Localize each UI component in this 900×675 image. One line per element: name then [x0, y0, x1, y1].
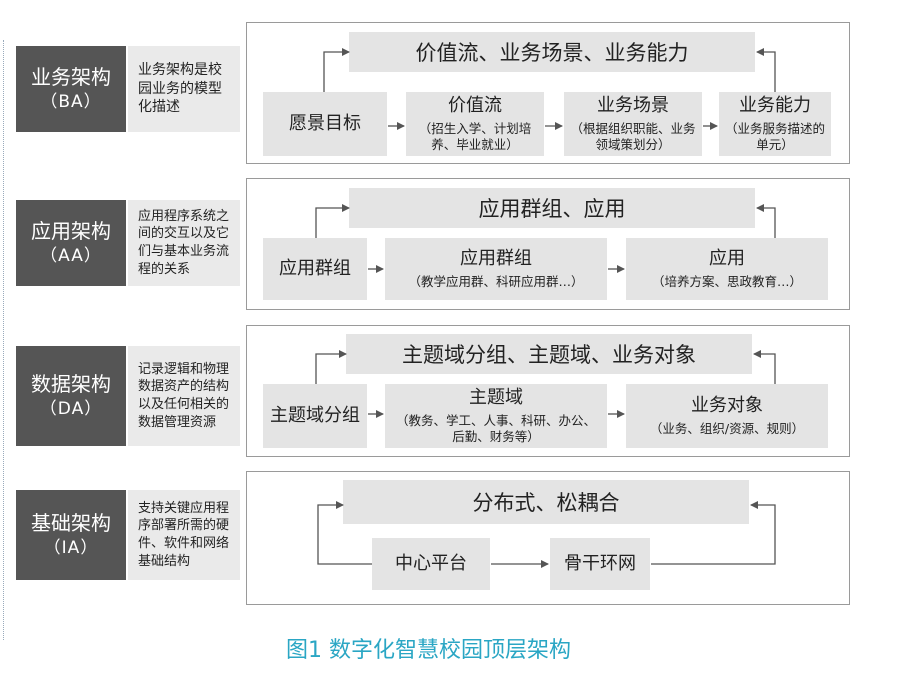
layer-ba-node-scenario: 业务场景 （根据组织职能、业务领域策划分） — [564, 92, 702, 156]
layer-aa-name: 应用架构 — [31, 219, 111, 244]
layer-ba-banner: 价值流、业务场景、业务能力 — [349, 32, 755, 72]
node-title: 业务场景 — [597, 95, 669, 116]
node-subtitle: （招生入学、计划培养、毕业就业） — [418, 120, 532, 152]
layer-ba-node-capability: 业务能力 （业务服务描述的单元） — [719, 92, 831, 156]
node-title: 应用 — [709, 248, 745, 270]
layer-da-banner-text: 主题域分组、主题域、业务对象 — [402, 343, 696, 367]
layer-aa-banner-text: 应用群组、应用 — [478, 197, 626, 221]
arrow-da-up-left — [315, 350, 347, 384]
node-subtitle: （培养方案、思政教育…） — [651, 273, 802, 289]
node-subtitle: （根据组织职能、业务领域策划分） — [570, 120, 696, 152]
layer-da-code: （DA） — [39, 399, 103, 420]
figure-caption: 图1 数字化智慧校园顶层架构 — [286, 638, 571, 663]
layer-ia-description-text: 支持关键应用程序部署所需的硬件、软件和网络基础结构 — [138, 500, 230, 569]
layer-da-node-domains: 主题域 （教务、学工、人事、科研、办公、后勤、财务等） — [385, 384, 607, 448]
layer-ia-name: 基础架构 — [31, 511, 111, 536]
arrow-aa-up-right — [756, 204, 776, 238]
layer-da-label: 数据架构 （DA） — [16, 346, 126, 446]
arrow-aa-up-left — [315, 204, 350, 238]
layer-ba-label: 业务架构 （BA） — [16, 46, 126, 132]
arrow-ba-up-right — [756, 48, 776, 92]
layer-ba-description: 业务架构是校园业务的模型化描述 — [128, 46, 240, 132]
layer-aa-code: （AA） — [40, 246, 102, 267]
layer-aa-description-text: 应用程序系统之间的交互以及它们与基本业务流程的关系 — [138, 208, 230, 277]
node-subtitle: （教务、学工、人事、科研、办公、后勤、财务等） — [395, 412, 596, 444]
layer-da-node-objects: 业务对象 （业务、组织/资源、规则） — [626, 384, 828, 448]
layer-ia-node-center-platform: 中心平台 — [372, 538, 490, 590]
node-title: 中心平台 — [395, 552, 467, 574]
layer-ba-banner-text: 价值流、业务场景、业务能力 — [415, 41, 689, 65]
layer-da-banner: 主题域分组、主题域、业务对象 — [346, 334, 752, 374]
layer-ba-node-vision: 愿景目标 — [263, 92, 387, 156]
layer-da-description-text: 记录逻辑和物理数据资产的结构以及任何相关的数据管理资源 — [138, 361, 230, 430]
layer-ia-label: 基础架构 （IA） — [16, 490, 126, 580]
margin-dotted-line — [3, 40, 4, 640]
node-title: 主题域 — [469, 387, 523, 408]
node-title: 应用群组 — [460, 248, 532, 270]
node-title: 应用群组 — [279, 257, 351, 279]
node-subtitle: （业务、组织/资源、规则） — [649, 420, 805, 436]
layer-aa-node-group-root: 应用群组 — [263, 238, 367, 300]
layer-ba-name: 业务架构 — [31, 65, 111, 90]
node-title: 业务对象 — [691, 395, 763, 417]
arrow-ba-up-left — [323, 48, 350, 92]
layer-aa-description: 应用程序系统之间的交互以及它们与基本业务流程的关系 — [128, 200, 240, 286]
node-subtitle: （教学应用群、科研应用群…） — [408, 273, 584, 289]
layer-ia-banner-text: 分布式、松耦合 — [472, 491, 620, 515]
node-title: 主题域分组 — [270, 404, 360, 426]
layer-ia-banner: 分布式、松耦合 — [343, 480, 749, 524]
layer-ia-code: （IA） — [43, 538, 99, 559]
node-title: 价值流 — [448, 95, 502, 116]
layer-ba-code: （BA） — [40, 92, 102, 113]
arrow-ia-left-loop — [317, 501, 372, 565]
layer-da-description: 记录逻辑和物理数据资产的结构以及任何相关的数据管理资源 — [128, 346, 240, 446]
node-title: 愿景目标 — [289, 112, 361, 134]
node-title: 骨干环网 — [564, 552, 636, 574]
arrow-ia-right-loop — [651, 501, 776, 565]
layer-ia-node-backbone: 骨干环网 — [550, 538, 650, 590]
arrow-da-up-right — [753, 350, 776, 384]
layer-ia-description: 支持关键应用程序部署所需的硬件、软件和网络基础结构 — [128, 490, 240, 580]
layer-ba-node-value-stream: 价值流 （招生入学、计划培养、毕业就业） — [406, 92, 544, 156]
layer-ba-description-text: 业务架构是校园业务的模型化描述 — [138, 61, 222, 116]
layer-aa-node-apps: 应用 （培养方案、思政教育…） — [626, 238, 828, 300]
node-subtitle: （业务服务描述的单元） — [725, 120, 826, 152]
node-title: 业务能力 — [739, 95, 811, 116]
layer-aa-node-groups: 应用群组 （教学应用群、科研应用群…） — [385, 238, 607, 300]
layer-aa-banner: 应用群组、应用 — [349, 188, 755, 228]
layer-da-name: 数据架构 — [31, 372, 111, 397]
layer-da-node-domain-groups: 主题域分组 — [263, 384, 367, 448]
layer-aa-label: 应用架构 （AA） — [16, 200, 126, 286]
